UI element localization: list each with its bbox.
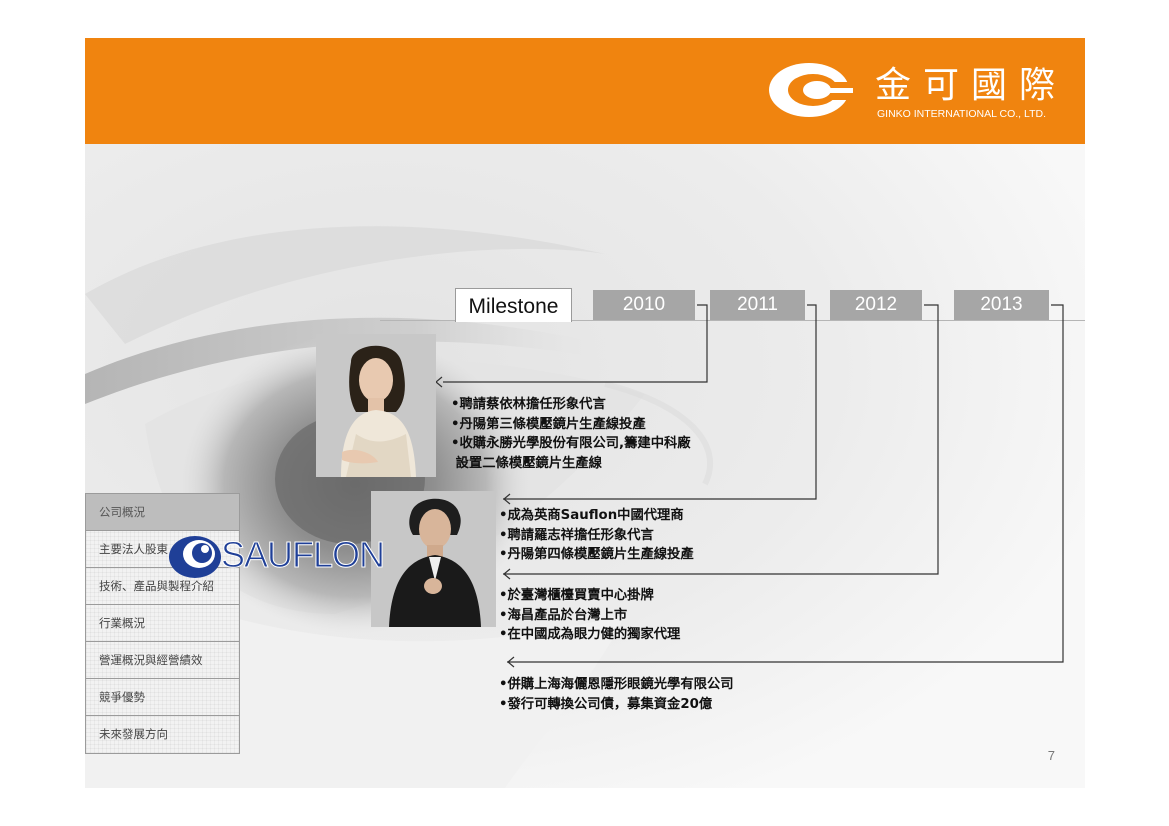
company-name-en: GINKO INTERNATIONAL CO., LTD. (877, 108, 1046, 120)
list-item: 設置二條模壓鏡片生產線 (451, 455, 602, 471)
page-number: 7 (1047, 748, 1055, 763)
tab-year-2013[interactable]: 2013 (954, 290, 1049, 320)
events-2013: •併購上海海儷恩隱形眼鏡光學有限公司 •發行可轉換公司債，募集資金20億 (499, 675, 734, 714)
list-item: •收購永勝光學股份有限公司,籌建中科廠 (451, 436, 691, 451)
list-item: •聘請蔡依林擔任形象代言 (451, 397, 606, 412)
menu-item-competitive-advantage[interactable]: 競爭優勢 (86, 679, 239, 716)
tab-year-2010[interactable]: 2010 (593, 290, 695, 320)
list-item: •於臺灣櫃檯買賣中心掛牌 (499, 588, 654, 603)
list-item: •在中國成為眼力健的獨家代理 (499, 627, 681, 642)
events-2012: •於臺灣櫃檯買賣中心掛牌 •海昌產品於台灣上市 •在中國成為眼力健的獨家代理 (499, 586, 680, 645)
spokesperson-photo-1 (316, 334, 436, 477)
sauflon-mark-icon (169, 536, 221, 578)
events-2011: •成為英商Sauflon中國代理商 •聘請羅志祥擔任形象代言 •丹陽第四條模壓鏡… (499, 506, 694, 565)
menu-item-company-overview[interactable]: 公司概況 (86, 494, 239, 531)
list-item: •發行可轉換公司債，募集資金20億 (499, 696, 713, 712)
sauflon-wordmark: SAUFLON (220, 534, 385, 576)
menu-item-major-shareholders[interactable]: 主要法人股東 (86, 531, 239, 568)
tab-year-2012[interactable]: 2012 (830, 290, 922, 320)
brand-logo: 金可國際 GINKO INTERNATIONAL CO., LTD. (765, 52, 1065, 132)
menu-item-industry-overview[interactable]: 行業概況 (86, 605, 239, 642)
timeline-connectors (435, 304, 1064, 668)
list-item: •丹陽第四條模壓鏡片生產線投產 (499, 547, 694, 562)
menu-item-future-direction[interactable]: 未來發展方向 (99, 727, 168, 741)
tab-milestone[interactable]: Milestone (455, 288, 572, 322)
events-2010: •聘請蔡依林擔任形象代言 •丹陽第三條模壓鏡片生產線投產 •收購永勝光學股份有限… (451, 395, 691, 473)
ginko-logo-icon (769, 63, 861, 117)
list-item: •丹陽第三條模壓鏡片生產線投產 (451, 416, 646, 432)
spokesperson-photo-2 (371, 491, 496, 627)
header-banner: 金可國際 GINKO INTERNATIONAL CO., LTD. (85, 38, 1085, 144)
list-item: •成為英商Sauflon中國代理商 (499, 508, 684, 523)
menu-item-operations-performance[interactable]: 營運概況與經營績效 (86, 642, 239, 679)
sauflon-logo: SAUFLON (165, 527, 390, 583)
company-name-zh: 金可國際 (875, 65, 1068, 106)
list-item: •海昌產品於台灣上市 (499, 607, 628, 623)
section-menu: 公司概況 主要法人股東 技術、產品與製程介紹 行業概況 營運概況與經營績效 競爭… (85, 493, 240, 754)
timeline-baseline (380, 320, 1085, 321)
slide: 金可國際 GINKO INTERNATIONAL CO., LTD. Miles… (85, 38, 1085, 788)
list-item: •聘請羅志祥擔任形象代言 (499, 527, 654, 543)
list-item: •併購上海海儷恩隱形眼鏡光學有限公司 (499, 677, 734, 692)
eye-background-image (85, 144, 1085, 788)
tab-year-2011[interactable]: 2011 (710, 290, 805, 320)
tab-milestone-label: Milestone (468, 295, 559, 318)
menu-item-technology-products[interactable]: 技術、產品與製程介紹 (86, 568, 239, 605)
